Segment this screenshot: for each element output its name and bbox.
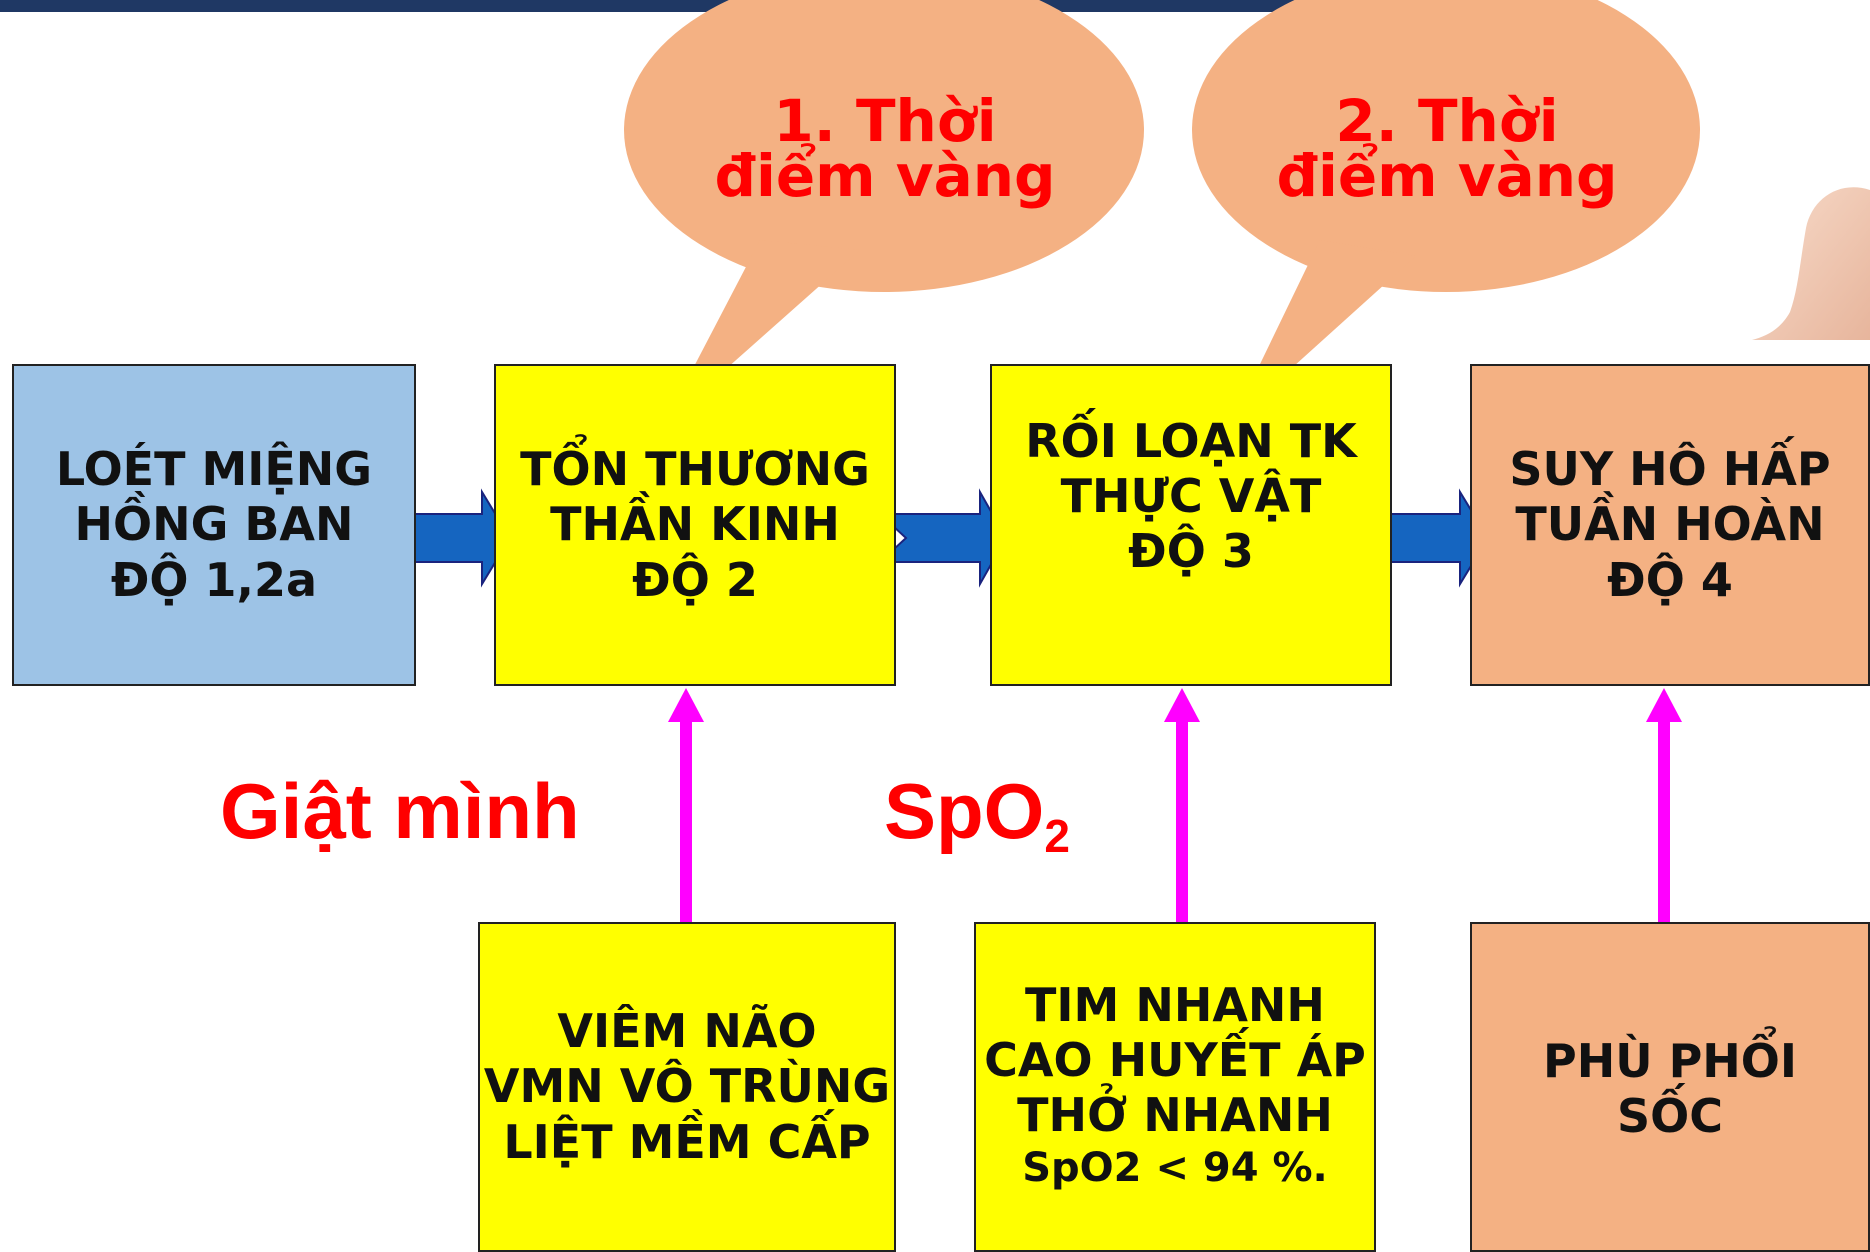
sign-2-line-1: TIM NHANH — [1025, 978, 1325, 1032]
sign-1-line-1: VIÊM NÃO — [557, 1004, 817, 1059]
stage-1-line-2: HỒNG BAN — [74, 497, 354, 552]
stage-box-3: RỐI LOẠN TK THỰC VẬT ĐỘ 3 — [990, 364, 1392, 686]
startle-label: Giật mình — [220, 767, 580, 855]
stage-2-line-3: ĐỘ 2 — [632, 552, 758, 607]
stage-box-4: SUY HÔ HẤP TUẦN HOÀN ĐỘ 4 — [1470, 364, 1870, 686]
stage-3-line-2: THỰC VẬT — [1060, 469, 1322, 524]
hand-image — [1752, 187, 1870, 340]
up-arrow-3 — [1646, 688, 1682, 922]
stage-4-line-1: SUY HÔ HẤP — [1509, 442, 1831, 497]
sign-1-line-3: LIỆT MỀM CẤP — [503, 1114, 871, 1169]
spo2-label: SpO2 — [884, 766, 1070, 863]
sign-box-1: VIÊM NÃO VMN VÔ TRÙNG LIỆT MỀM CẤP — [478, 922, 896, 1252]
up-arrow-1 — [668, 688, 704, 922]
stage-2-line-1: TỔN THƯƠNG — [520, 442, 870, 497]
sign-3-line-1: PHÙ PHỔI — [1542, 1034, 1797, 1088]
bubble-1-text: 1. Thời điểm vàng — [700, 87, 1070, 211]
stage-box-2: TỔN THƯƠNG THẦN KINH ĐỘ 2 — [494, 364, 896, 686]
sign-2-line-3: THỞ NHANH — [1017, 1088, 1333, 1143]
stage-box-1: LOÉT MIỆNG HỒNG BAN ĐỘ 1,2a — [12, 364, 416, 686]
sign-3-line-2: SỐC — [1617, 1089, 1723, 1144]
up-arrow-2 — [1164, 688, 1200, 922]
stage-1-line-1: LOÉT MIỆNG — [55, 442, 373, 497]
stage-2-line-2: THẦN KINH — [550, 497, 840, 552]
stage-3-line-3: ĐỘ 3 — [1128, 524, 1254, 579]
sign-box-2: TIM NHANH CAO HUYẾT ÁP THỞ NHANH SpO2 < … — [974, 922, 1376, 1252]
bubble-2-text: 2. Thời điểm vàng — [1262, 87, 1632, 211]
stage-4-line-2: TUẦN HOÀN — [1515, 497, 1825, 552]
spo2-subscript: 2 — [1044, 810, 1070, 862]
sign-1-line-2: VMN VÔ TRÙNG — [483, 1059, 891, 1114]
stage-4-line-3: ĐỘ 4 — [1607, 552, 1733, 607]
speech-bubble-1 — [624, 0, 1144, 424]
spo2-main-text: SpO — [884, 767, 1045, 855]
stage-1-line-3: ĐỘ 1,2a — [110, 552, 318, 607]
speech-bubble-2 — [1192, 0, 1700, 422]
bubble-2-line-1: 2. Thời — [1335, 87, 1559, 155]
bubble-2-line-2: điểm vàng — [1276, 142, 1618, 211]
sign-2-line-2: CAO HUYẾT ÁP — [984, 1033, 1366, 1088]
flow-arrow-2 — [877, 488, 1008, 588]
stage-3-line-1: RỐI LOẠN TK — [1025, 414, 1357, 468]
sign-box-3: PHÙ PHỔI SỐC — [1470, 922, 1870, 1252]
bubble-1-line-2: điểm vàng — [714, 142, 1056, 211]
bubble-1-line-1: 1. Thời — [773, 87, 997, 155]
sign-2-line-4: SpO2 < 94 %. — [1022, 1144, 1328, 1191]
